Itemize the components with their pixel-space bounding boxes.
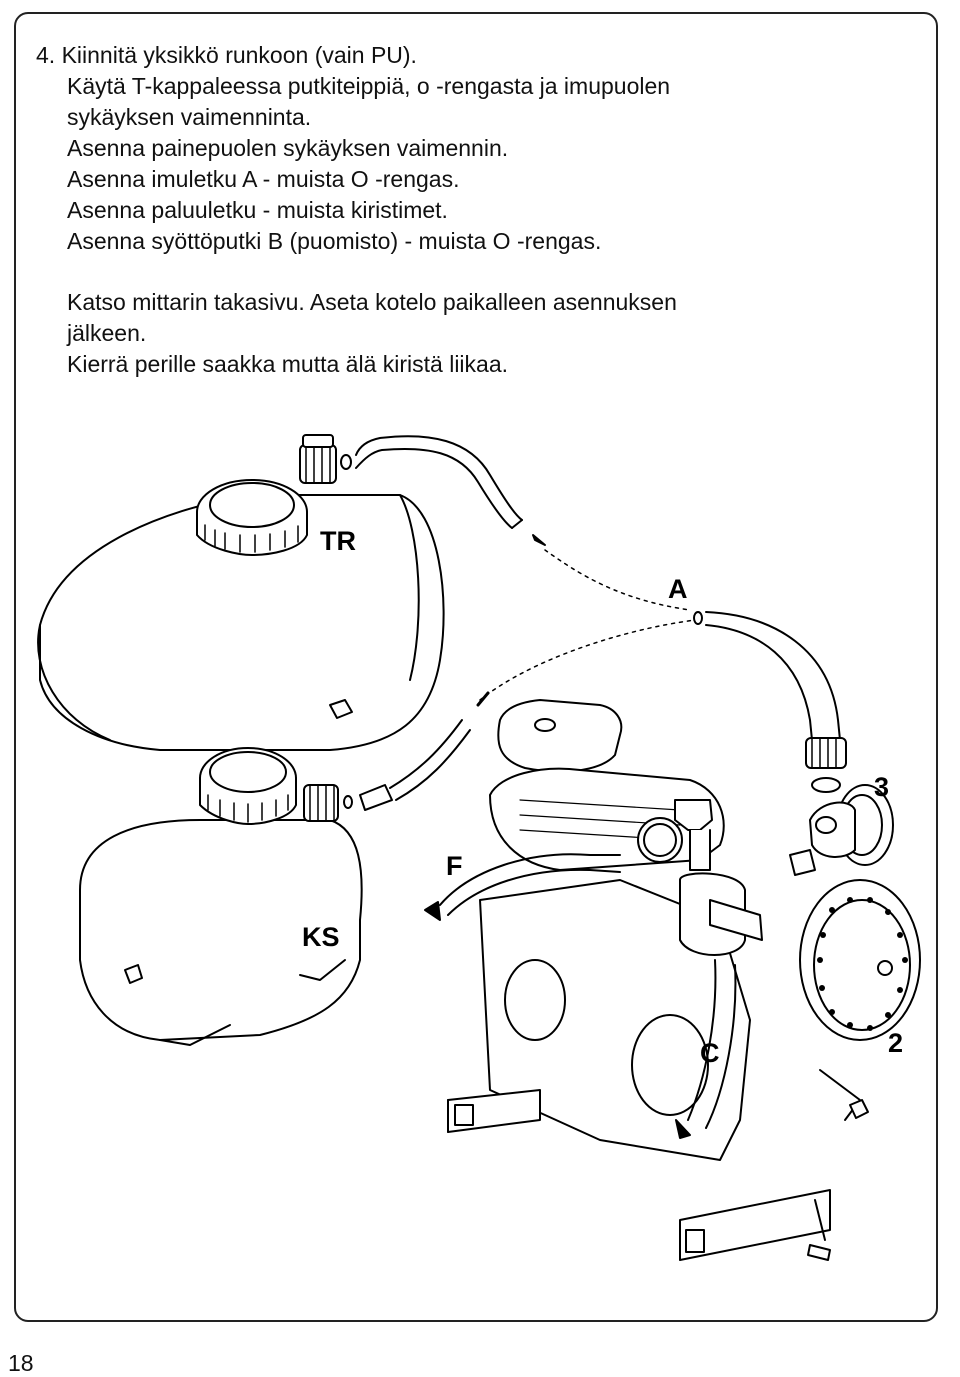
label-c: C (700, 1038, 720, 1068)
suction-hose (479, 611, 847, 793)
step-heading: 4. Kiinnitä yksikkö runkoon (vain PU). (36, 42, 417, 68)
pump-unit (424, 699, 869, 1261)
label-3: 3 (874, 772, 889, 802)
instruction-line: Asenna imuletku A - muista O -rengas. (67, 166, 460, 192)
clean-water-tank (79, 691, 490, 1046)
instruction-line: Käytä T-kappaleessa putkiteippiä, o -ren… (67, 73, 671, 99)
assembly-drawing: TR A 3 F KS C 2 (37, 434, 921, 1261)
label-ks: KS (302, 922, 340, 952)
instruction-line: Asenna syöttöputki B (puomisto) - muista… (67, 228, 602, 254)
return-hose (299, 434, 691, 611)
page-border (14, 12, 938, 1322)
label-a: A (668, 574, 688, 604)
instruction-text: 4. Kiinnitä yksikkö runkoon (vain PU). K… (36, 40, 896, 380)
label-2: 2 (888, 1028, 903, 1058)
instruction-line: Asenna paluuletku - muista kiristimet. (67, 197, 448, 223)
page-number: 18 (8, 1350, 34, 1376)
instruction-line: jälkeen. (67, 320, 147, 346)
instruction-line: Asenna painepuolen sykäyksen vaimennin. (67, 135, 509, 161)
main-tank (37, 479, 445, 751)
pulsation-damper-2 (799, 879, 921, 1041)
instruction-line: Katso mittarin takasivu. Aseta kotelo pa… (67, 289, 677, 315)
label-tr: TR (320, 526, 356, 556)
label-f: F (446, 851, 463, 881)
instruction-line: sykäyksen vaimenninta. (67, 104, 312, 130)
pulsation-damper-3 (789, 784, 894, 876)
instruction-line: Kierrä perille saakka mutta älä kiristä … (67, 351, 509, 377)
